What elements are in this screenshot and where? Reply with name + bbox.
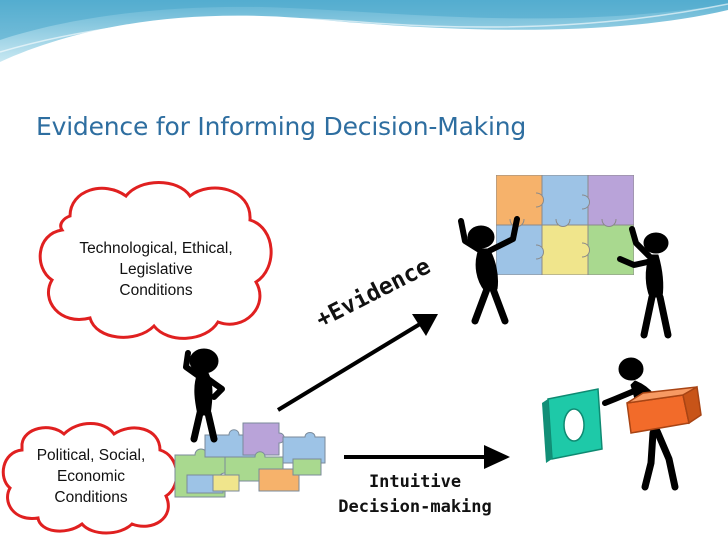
cloud-top-shape	[38, 181, 273, 340]
arrow-evidence	[276, 314, 438, 412]
cloud-top-text: Technological, Ethical, Legislative Cond…	[58, 238, 254, 301]
cloud-bottom-line-1: Political, Social,	[36, 447, 146, 464]
cloud-bottom-line-3: Conditions	[54, 489, 128, 506]
right-person-holding-puzzle	[617, 226, 672, 339]
square-frame-shape	[542, 388, 603, 463]
cloud-top-line-2: Legislative	[119, 261, 193, 278]
intuitive-label-line-1: Intuitive	[368, 472, 462, 492]
cloud-top-line-1: Technological, Ethical,	[79, 240, 233, 257]
thinking-person-figure	[183, 348, 225, 443]
left-person-holding-puzzle	[458, 216, 520, 325]
slide-title: Evidence for Informing Decision-Making	[36, 112, 527, 141]
intuitive-label: Intuitive Decision-making	[310, 470, 520, 520]
cloud-bottom-shape	[1, 422, 179, 535]
arrow-intuitive	[344, 445, 510, 469]
scattered-puzzle-pieces	[174, 422, 326, 498]
intuitive-label-line-2: Decision-making	[338, 497, 492, 517]
cloud-top-line-3: Conditions	[119, 282, 193, 299]
cloud-bottom-line-2: Economic	[56, 468, 126, 485]
header-wave-decoration	[0, 0, 728, 71]
cloud-bottom-text: Political, Social, Economic Conditions	[16, 445, 166, 508]
completed-puzzle	[496, 175, 634, 275]
pushing-person-figure	[602, 357, 702, 491]
